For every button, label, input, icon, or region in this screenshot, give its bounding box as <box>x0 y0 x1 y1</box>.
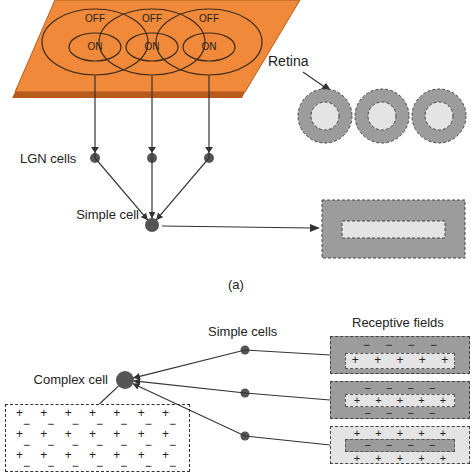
center-disc <box>368 102 396 130</box>
receptive-field-box: + + + + +− − − −+ + + + + <box>330 426 470 464</box>
receptive-field-box: − − − −+ + + + +− − − − <box>330 381 470 419</box>
simple-cells <box>241 346 250 441</box>
center-disc <box>311 102 339 130</box>
connector-line <box>99 386 118 404</box>
connector-line <box>133 384 330 445</box>
elongated-center <box>342 221 445 238</box>
connector-line <box>95 76 147 220</box>
receptive-field-ellipse: OFF ON <box>154 7 264 77</box>
retina-plate: Retina OFF ON OFF ON OFF ON <box>10 0 310 100</box>
surround-ring <box>298 89 352 143</box>
connector-line <box>134 381 330 400</box>
complex-cell-node: Complex cell <box>116 371 134 389</box>
retina-label: Retina <box>268 54 308 69</box>
lgn-cell-dot <box>204 153 214 163</box>
connector-line <box>134 350 330 378</box>
elongated-field <box>322 200 465 258</box>
sign-row: − − − − <box>331 339 469 352</box>
sign-row: + + + + + <box>331 394 469 406</box>
lgn-cells <box>90 147 214 163</box>
off-label: OFF <box>154 13 264 24</box>
connector-line <box>157 76 209 220</box>
cell-label: Complex cell <box>34 373 108 387</box>
layer-label: Simple cells <box>208 325 277 339</box>
sign-row: + + + + + <box>331 452 469 464</box>
receptive-field-ellipse: OFF ON <box>40 7 150 77</box>
receptive-field-ellipse: OFF ON <box>97 7 207 77</box>
column-heading: Receptive fields <box>352 316 444 330</box>
panel-label: (a) <box>228 278 244 292</box>
off-label: OFF <box>97 13 207 24</box>
lgn-cell-dot <box>90 153 100 163</box>
simple-cell-dot <box>241 389 250 398</box>
sign-row: + + + + + <box>331 427 469 439</box>
complex-field-box: + + + + + + +− − − − − − −+ + + + + + +−… <box>5 404 190 472</box>
plate-surface <box>15 0 300 92</box>
surround-ring <box>412 89 466 143</box>
center-disc <box>425 102 453 130</box>
receptive-field-box: − − − − + + + + + <box>330 336 470 374</box>
plate-edge <box>12 92 245 98</box>
sign-row: − − − − <box>331 382 469 394</box>
center-surround-fields <box>298 89 466 143</box>
pointer-arrow <box>162 226 312 228</box>
on-label: ON <box>154 41 264 52</box>
sign-row: − − − − − − − <box>23 460 176 473</box>
on-label: ON <box>40 41 150 52</box>
on-label: ON <box>97 41 207 52</box>
arrow-head <box>310 224 320 232</box>
synapse-mark <box>205 147 213 153</box>
connector-line <box>151 76 152 218</box>
lgn-cell-dot <box>147 153 157 163</box>
pointer-arrow <box>303 72 326 88</box>
off-label: OFF <box>40 13 150 24</box>
cell-label: Simple cell <box>76 208 139 222</box>
sign-row: + + + + + <box>331 354 469 367</box>
sign-row: − − − − <box>331 439 469 451</box>
synapse-mark <box>91 147 99 153</box>
surround-ring <box>355 89 409 143</box>
sign-row: − − − − <box>331 407 469 419</box>
simple-cell-node: Simple cell <box>145 218 159 232</box>
simple-cell-dot <box>241 346 250 355</box>
simple-cell-dot <box>241 432 250 441</box>
synapse-mark <box>148 147 156 153</box>
layer-label: LGN cells <box>20 152 76 166</box>
